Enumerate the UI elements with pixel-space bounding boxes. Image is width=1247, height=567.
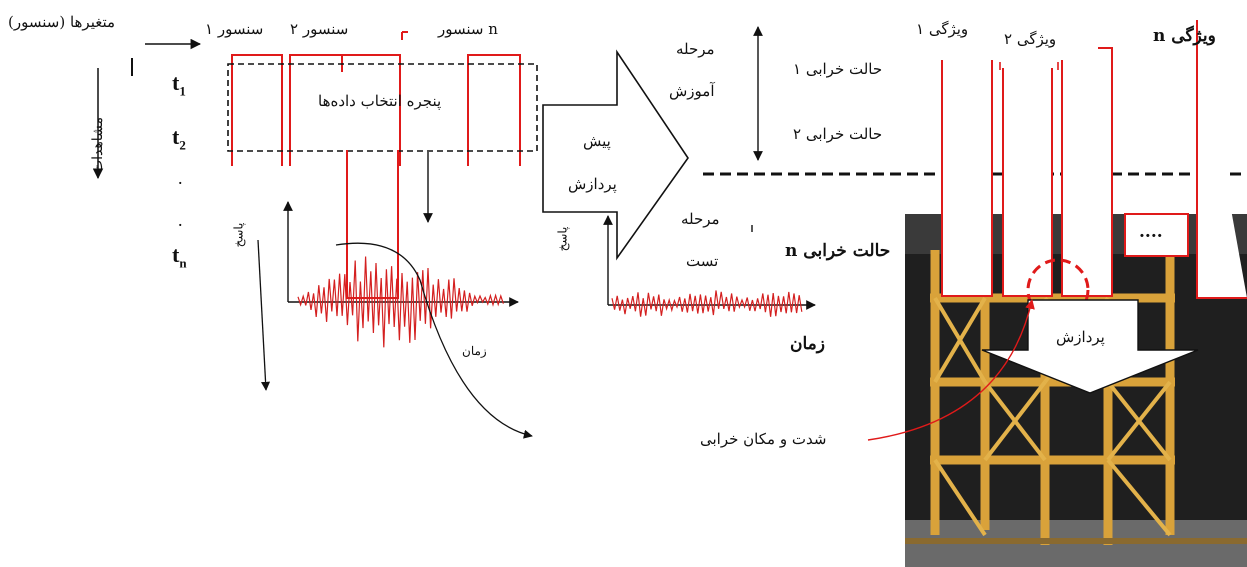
signal-trace [611, 290, 803, 317]
damage-state-2: حالت خرابی ۲ [793, 125, 883, 143]
damage-state-1: حالت خرابی ۱ [793, 60, 883, 78]
mid-plot-ylabel: پاسخ [555, 226, 570, 252]
mid-plot-signal [611, 290, 803, 317]
damage-location-circle [1026, 258, 1090, 322]
test-stage-line-1: مرحله [681, 210, 720, 228]
mid-plot-xlabel: زمان [790, 334, 825, 354]
data-selection-window [227, 63, 538, 152]
processing-label: پردازش [1056, 328, 1105, 346]
result-pointer-curve [867, 299, 1035, 441]
training-stage-line-2: آموزش [669, 82, 715, 100]
ellipsis-dot-1: . [178, 168, 183, 188]
left-plot-ylabel: پاسخ [231, 222, 246, 248]
left-plot-signal [297, 256, 504, 348]
feature-1-label: ویژگی ۱ [916, 20, 969, 38]
time-t2: t2 [172, 124, 186, 153]
preprocess-line-2: پردازش [568, 175, 617, 193]
preprocess-block-arrow [542, 49, 689, 261]
curve-arrow-left [257, 239, 271, 391]
time-t1: t1 [172, 70, 186, 99]
curve-arrow-main [335, 242, 533, 439]
sensor-1-label: سنسور ۱ [205, 20, 264, 38]
data-window-label: پنجره انتخاب داده‌ها [318, 92, 442, 110]
sensor-n-label: سنسور n [438, 20, 498, 38]
variables-label: متغیرها (سنسور) [8, 13, 116, 31]
signal-trace [297, 256, 504, 348]
training-stage-line-1: مرحله [676, 40, 715, 58]
feature-2-label: ویژگی ۲ [1004, 30, 1057, 48]
ellipsis-dot-2: . [178, 210, 183, 230]
preprocess-line-1: پیش [583, 132, 611, 150]
test-stage-line-2: تست [686, 252, 719, 270]
damage-state-n: حالت خرابی n [785, 241, 891, 261]
observations-label: مشاهدات [90, 116, 107, 174]
processing-block-arrow [981, 299, 1199, 394]
damage-result-label: شدت و مکان خرابی [700, 430, 827, 448]
sensor-2-label: سنسور ۲ [290, 20, 349, 38]
feature-n-label: ویژگی n [1153, 26, 1216, 46]
time-tn: tn [172, 242, 187, 271]
feature-ellipsis: .... [1139, 222, 1163, 242]
feature-columns [941, 20, 1247, 299]
left-plot-xlabel: زمان [462, 344, 487, 358]
